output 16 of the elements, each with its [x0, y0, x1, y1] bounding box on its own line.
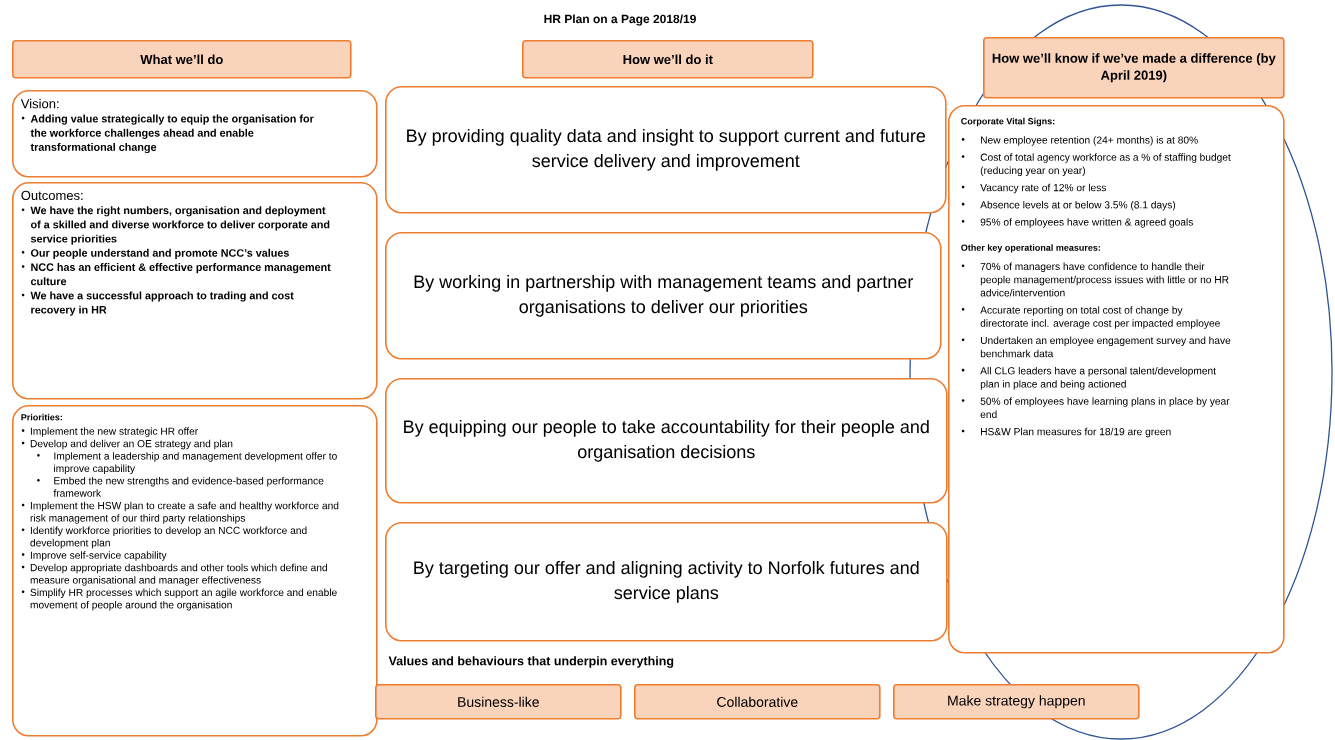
title: HR Plan on a Page 2018/19: [544, 14, 696, 26]
statement-box: By providing quality data and insight to support current and future service delivery and improvement: [385, 86, 947, 214]
column-header: How we’ll do it: [522, 40, 814, 79]
statement-box: By working in partnership with management teams and partner organisations to deliver our priorities: [385, 232, 942, 360]
section-heading: Values and behaviours that underpin everything: [388, 656, 674, 668]
text-box: Priorities: Implement the new strategic HR offer Develop and deliver an OE strategy and plan Implement a leadership and management development offer to improve capability Embed the new strengths and evidence-based performance framework Implement the HSW plan to create a safe and healthy workforce and risk management of our third party relationships Identify workforce priorities to develop an NCC workforce and development plan Improve self-service capability Develop appropriate dashboards and other tools which define and measure organisational and manager effectiveness Simplify HR processes which support an agile workforce and enable movement of people around the organisation: [12, 405, 378, 737]
column-header: How we’ll know if we’ve made a difference (by April 2019): [983, 37, 1285, 99]
text-box: Corporate Vital Signs: New employee retention (24+ months) is at 80% Cost of total agency workforce as a % of staffing budget (reducing year on year) Vacancy rate of 12% or less Absence levels at or below 3.5% (8.1 days) 95% of employees have written & agreed goals Other key operational measures: 70% of managers have confidence to handle their people management/process issues with little or no HR advice/intervention Accurate reporting on total cost of change by directorate incl. average cost per impacted employee Undertaken an employee engagement survey and have benchmark data All CLG leaders have a personal talent/development plan in place and being actioned 50% of employees have learning plans in place by year end HS&W Plan measures for 18/19 are green: [948, 105, 1285, 654]
value-box: Make strategy happen: [893, 684, 1140, 720]
statement-box: By targeting our offer and aligning activity to Norfolk futures and service plans: [385, 522, 948, 642]
text-box: Outcomes: We have the right numbers, organisation and deployment of a skilled and diverse workforce to deliver corporate and service priorities Our people understand and promote NCC’s values NCC has an efficient & effective performance management culture We have a successful approach to trading and cost recovery in HR: [12, 182, 378, 400]
text-box: Vision: Adding value strategically to equip the organisation for the workforce challenges ahead and enable transformational change: [12, 90, 378, 178]
value-box: Business-like: [375, 684, 622, 720]
value-box: Collaborative: [634, 684, 881, 720]
statement-box: By equipping our people to take accountability for their people and organisation decisions: [385, 378, 948, 504]
column-header: What we’ll do: [12, 40, 352, 79]
